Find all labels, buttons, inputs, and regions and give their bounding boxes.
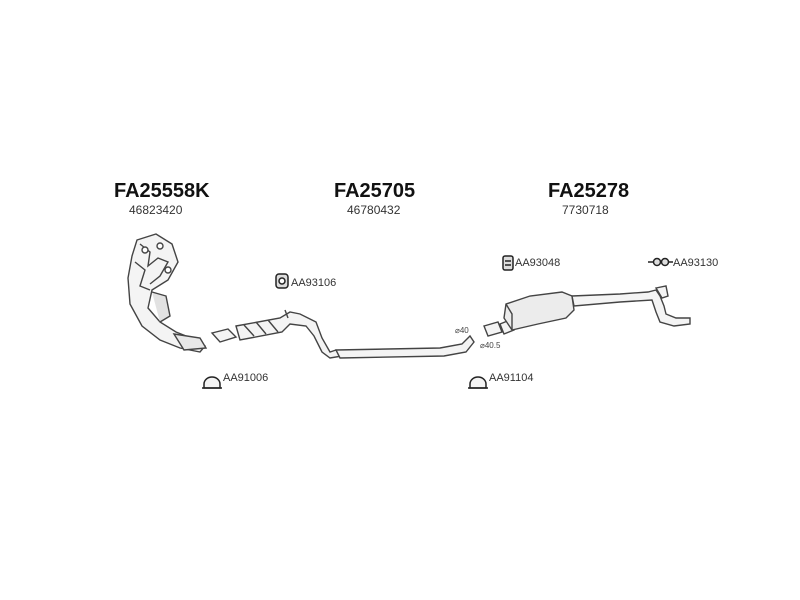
group-1-part-code: FA25558K xyxy=(114,180,210,202)
clamp-front-icon xyxy=(202,376,222,389)
bracket-label: AA93048 xyxy=(515,257,561,269)
clamp-front-label: AA91006 xyxy=(223,372,269,384)
hanger-icon xyxy=(648,257,673,267)
middle-pipe-part xyxy=(210,309,475,359)
rear-silencer-part xyxy=(483,285,691,337)
bracket-icon xyxy=(502,255,514,271)
catalytic-converter-part xyxy=(127,233,208,353)
group-2-oem-number: 46780432 xyxy=(347,203,401,217)
group-3-oem-number: 7730718 xyxy=(562,203,609,217)
group-3-part-code: FA25278 xyxy=(548,180,630,202)
diameter-label-2: ⌀40.5 xyxy=(480,341,501,350)
group-1-oem-number: 46823420 xyxy=(129,203,183,217)
clamp-rear-icon xyxy=(468,376,488,389)
group-2-part-code: FA25705 xyxy=(334,180,416,202)
rubber-mount-icon xyxy=(275,273,289,289)
clamp-rear-label: AA91104 xyxy=(489,372,534,384)
diameter-label-1: ⌀40 xyxy=(455,326,469,335)
hanger-label: AA93130 xyxy=(673,257,719,269)
rubber-mount-label: AA93106 xyxy=(291,277,337,289)
